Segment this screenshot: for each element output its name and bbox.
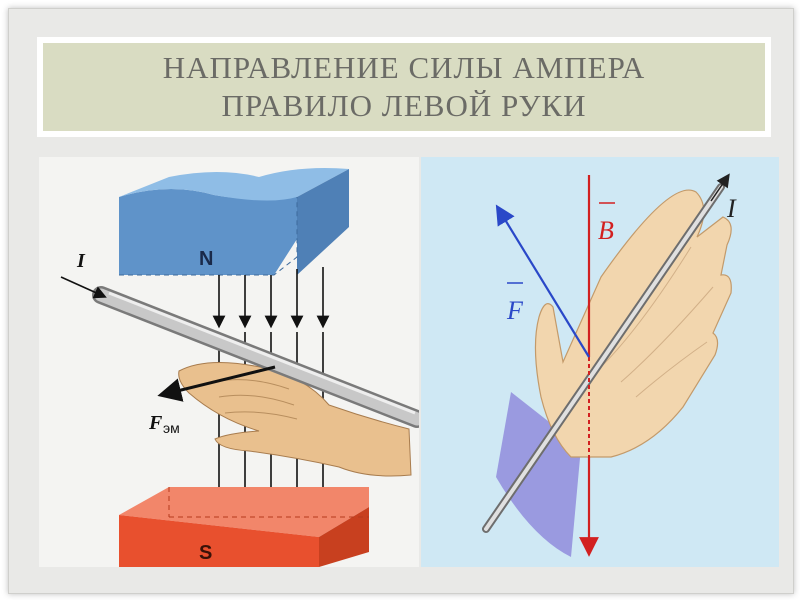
north-pole-label: N bbox=[199, 248, 213, 270]
field-arrow-right: B bbox=[579, 175, 615, 557]
force-label-right: F bbox=[506, 296, 524, 325]
left-diagram-panel: N S bbox=[39, 157, 419, 567]
title-box: НАПРАВЛЕНИЕ СИЛЫ АМПЕРА ПРАВИЛО ЛЕВОЙ РУ… bbox=[37, 37, 771, 137]
field-label-right: B bbox=[598, 216, 614, 245]
wire-left: I bbox=[60, 250, 419, 428]
current-label-right: I bbox=[726, 194, 737, 223]
south-pole-label: S bbox=[199, 542, 212, 564]
title-line-2: ПРАВИЛО ЛЕВОЙ РУКИ bbox=[221, 88, 587, 123]
force-arrow-left: F эм bbox=[148, 365, 276, 436]
force-subscript-left: эм bbox=[163, 420, 180, 436]
wire-right: I bbox=[482, 173, 737, 533]
force-arrow-right: F bbox=[495, 204, 590, 358]
slide: НАПРАВЛЕНИЕ СИЛЫ АМПЕРА ПРАВИЛО ЛЕВОЙ РУ… bbox=[8, 8, 794, 594]
title-line-1: НАПРАВЛЕНИЕ СИЛЫ АМПЕРА bbox=[162, 50, 646, 85]
current-label-left: I bbox=[76, 250, 86, 272]
right-diagram-panel: I B F bbox=[421, 157, 779, 567]
force-label-left: F bbox=[148, 412, 163, 434]
south-magnet: S bbox=[119, 487, 369, 567]
left-diagram: N S bbox=[60, 168, 419, 567]
north-magnet: N bbox=[119, 168, 349, 276]
right-diagram: I B F bbox=[482, 173, 737, 557]
